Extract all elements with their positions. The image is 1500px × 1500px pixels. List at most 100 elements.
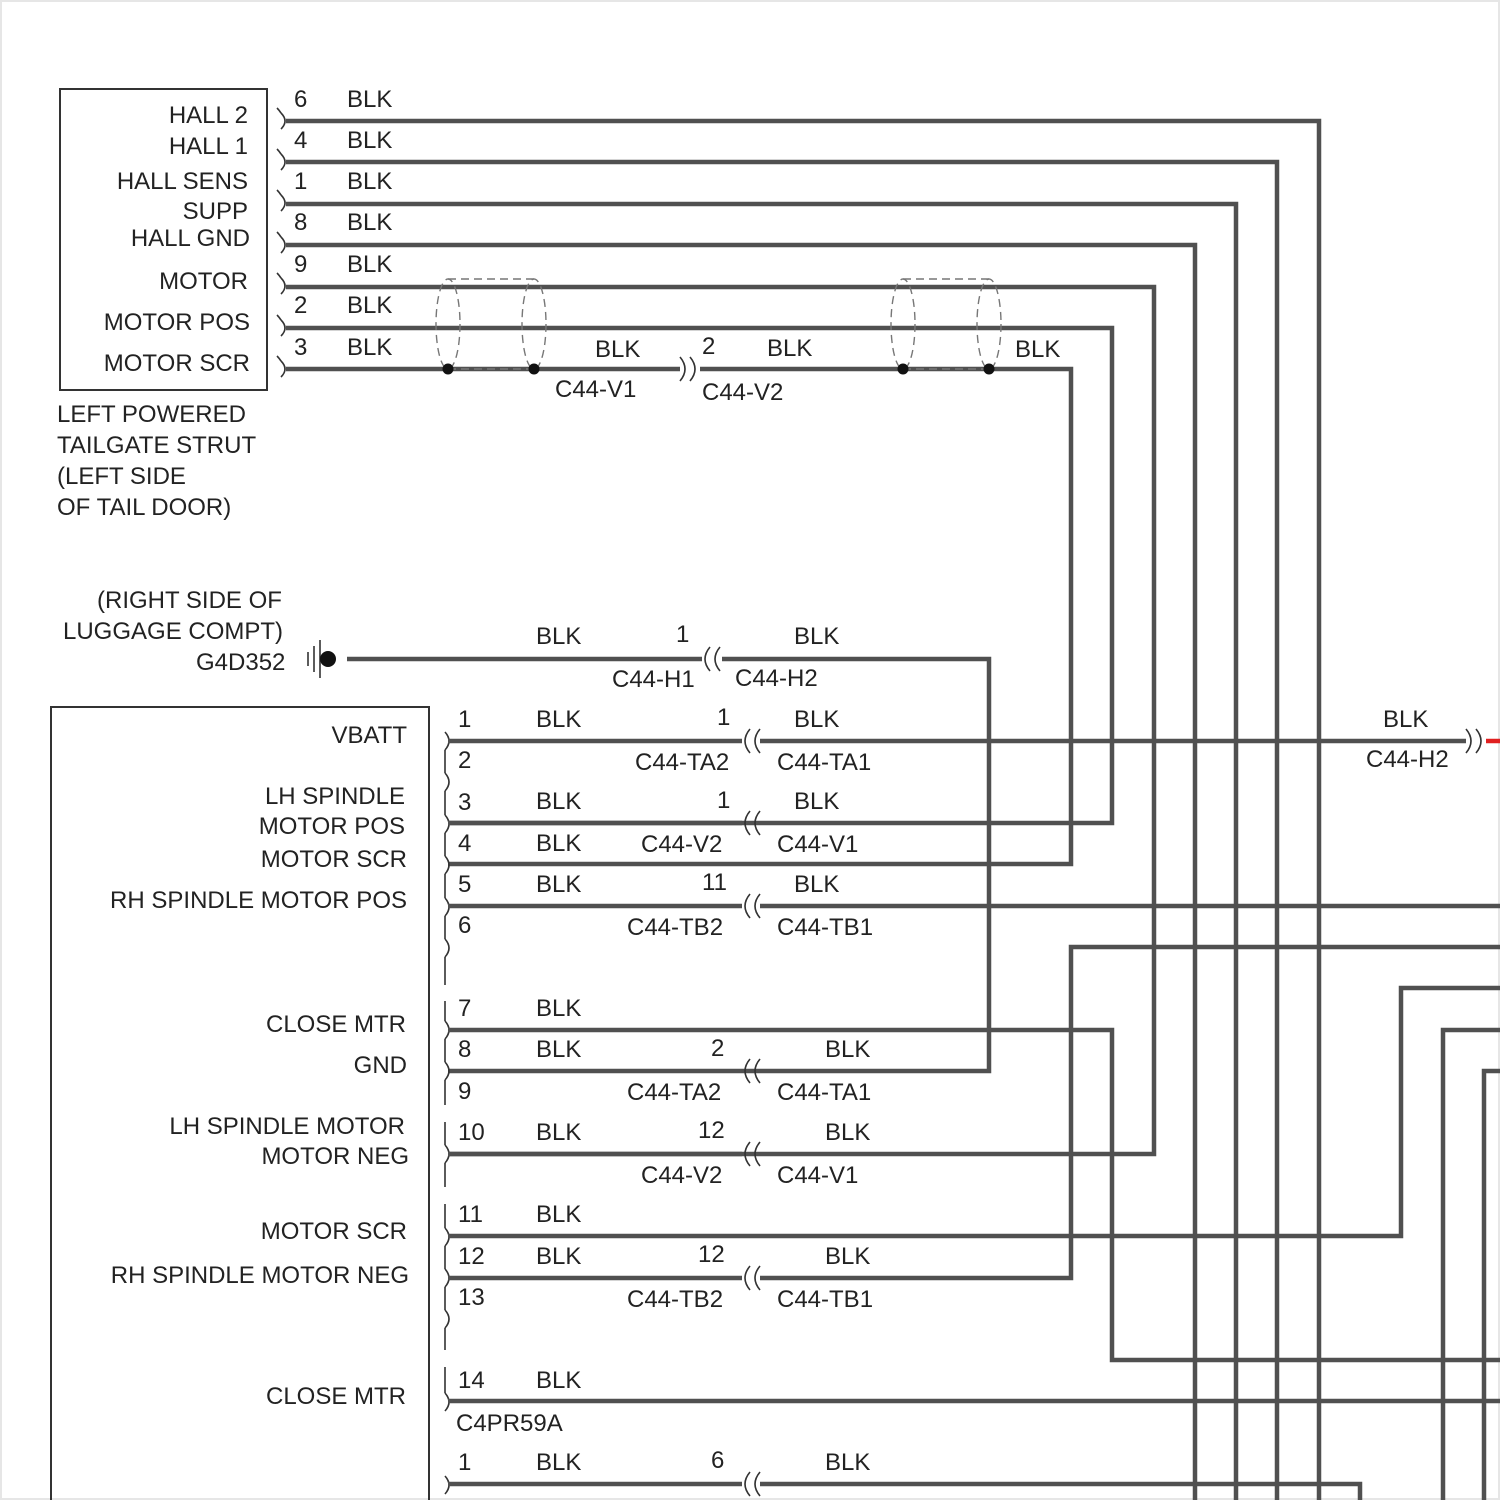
wire-color: BLK bbox=[536, 1036, 581, 1063]
module-pin-label: MOTOR SCR bbox=[261, 846, 407, 873]
strut-caption-line: TAILGATE STRUT bbox=[57, 432, 256, 459]
connector-id: C44-TA1 bbox=[777, 1079, 871, 1106]
strut-caption-line: (LEFT SIDE bbox=[57, 463, 186, 490]
wire-color: BLK bbox=[794, 871, 839, 898]
connector-id: C44-V2 bbox=[641, 831, 722, 858]
wire-close-mtr bbox=[448, 1030, 1500, 1360]
connector-id: C44-TA1 bbox=[777, 749, 871, 776]
module-pin-number: 1 bbox=[458, 1449, 471, 1476]
module-pin-label: RH SPINDLE MOTOR POS bbox=[110, 887, 407, 914]
module-pin-number: 14 bbox=[458, 1367, 485, 1394]
connector-pin: 11 bbox=[702, 869, 727, 896]
wire-color: BLK bbox=[347, 168, 392, 195]
module-wire-colors: BLK BLK BLK BLK BLK BLK BLK BLK BLK BLK bbox=[536, 706, 581, 1394]
ground-id: G4D352 bbox=[196, 649, 285, 676]
ground-location-line: LUGGAGE COMPT) bbox=[63, 618, 283, 645]
connector-pin: 2 bbox=[702, 333, 715, 360]
strut-wire-labels: 6 BLK 4 BLK 1 BLK 8 BLK 9 BLK 2 BLK 3 BL… bbox=[294, 86, 392, 361]
wire-color: BLK bbox=[536, 623, 581, 650]
wire-pin-number: 2 bbox=[294, 292, 307, 319]
wire-bottom-b bbox=[760, 1484, 1360, 1500]
wire-right-b bbox=[1484, 1071, 1500, 1500]
ground-labels: (RIGHT SIDE OF LUGGAGE COMPT) G4D352 bbox=[63, 587, 285, 676]
wire-pin-number: 3 bbox=[294, 334, 307, 361]
wire-color: BLK bbox=[536, 871, 581, 898]
module-wires bbox=[448, 741, 1500, 1500]
strut-caption: LEFT POWERED TAILGATE STRUT (LEFT SIDE O… bbox=[57, 401, 256, 521]
connector-id: C44-H2 bbox=[1366, 746, 1449, 773]
connector-id: C44-H2 bbox=[735, 665, 818, 692]
wire-color: BLK bbox=[767, 335, 812, 362]
strut-connector-brackets bbox=[277, 108, 285, 377]
module-pin-number: 8 bbox=[458, 1036, 471, 1063]
wire-color: BLK bbox=[536, 1201, 581, 1228]
module-pin-number: 13 bbox=[458, 1284, 485, 1311]
module-pin-label: MOTOR NEG bbox=[261, 1143, 409, 1170]
strut-pin-label: MOTOR bbox=[159, 268, 248, 295]
wire-pin-number: 4 bbox=[294, 127, 307, 154]
connector-pin: 12 bbox=[698, 1241, 725, 1268]
wire-color: BLK bbox=[536, 995, 581, 1022]
connector-id: C44-V2 bbox=[641, 1162, 722, 1189]
module-pin-label: GND bbox=[354, 1052, 407, 1079]
wire-color: BLK bbox=[536, 1367, 581, 1394]
connector-pin: 1 bbox=[717, 787, 730, 814]
connector-id: C44-V1 bbox=[555, 376, 636, 403]
module-pin-label: MOTOR POS bbox=[259, 813, 405, 840]
wire-color: BLK bbox=[825, 1119, 870, 1146]
module-pin-label: LH SPINDLE bbox=[265, 783, 405, 810]
module-pin-number: 6 bbox=[458, 912, 471, 939]
wire-color: BLK bbox=[536, 788, 581, 815]
ground-location-line: (RIGHT SIDE OF bbox=[97, 587, 282, 614]
module-pin-label: VBATT bbox=[331, 722, 407, 749]
bottom-row-labels: 1 BLK 6 BLK bbox=[458, 1447, 870, 1476]
module-connector-id: C4PR59A bbox=[456, 1410, 563, 1437]
wire-color: BLK bbox=[347, 251, 392, 278]
strut-pin-labels: HALL 2 HALL 1 HALL SENS SUPP HALL GND MO… bbox=[104, 102, 250, 377]
wire-color: BLK bbox=[825, 1036, 870, 1063]
wire-color: BLK bbox=[536, 1243, 581, 1270]
module-pin-label: CLOSE MTR bbox=[266, 1383, 406, 1410]
connector-id: C44-TA2 bbox=[627, 1079, 721, 1106]
wire-rh-neg-b bbox=[760, 947, 1500, 1278]
wire-color: BLK bbox=[347, 127, 392, 154]
wire-color: BLK bbox=[825, 1243, 870, 1270]
wire-color: BLK bbox=[347, 209, 392, 236]
strut-pin-label: HALL 2 bbox=[169, 102, 248, 129]
wire-color: BLK bbox=[1015, 336, 1060, 363]
module-pin-number: 11 bbox=[458, 1201, 483, 1228]
connector-id: C44-TA2 bbox=[635, 749, 729, 776]
wire-color: BLK bbox=[825, 1449, 870, 1476]
strut-caption-line: OF TAIL DOOR) bbox=[57, 494, 231, 521]
wire-hall-gnd bbox=[286, 245, 1195, 1500]
connector-pin: 2 bbox=[711, 1035, 724, 1062]
strut-caption-line: LEFT POWERED bbox=[57, 401, 246, 428]
wire-color: BLK bbox=[536, 1119, 581, 1146]
module-pin-label: RH SPINDLE MOTOR NEG bbox=[111, 1262, 409, 1289]
wire-color: BLK bbox=[536, 830, 581, 857]
module-pin-number: 5 bbox=[458, 871, 471, 898]
wire-pin-number: 6 bbox=[294, 86, 307, 113]
connector-id: C44-V1 bbox=[777, 1162, 858, 1189]
wire-color: BLK bbox=[794, 788, 839, 815]
wire-color: BLK bbox=[536, 1449, 581, 1476]
wire-pin-number: 9 bbox=[294, 251, 307, 278]
inline-connector-v bbox=[680, 357, 695, 381]
wire-color: BLK bbox=[794, 706, 839, 733]
module-pin-number: 7 bbox=[458, 995, 471, 1022]
connector-id: C44-TB1 bbox=[777, 914, 873, 941]
module-pin-number: 9 bbox=[458, 1078, 471, 1105]
module-pin-label: MOTOR SCR bbox=[261, 1218, 407, 1245]
wire-color: BLK bbox=[347, 292, 392, 319]
wire-color: BLK bbox=[595, 336, 640, 363]
module-pin-number: 1 bbox=[458, 706, 471, 733]
ground-icon bbox=[308, 640, 336, 678]
module-pin-label: LH SPINDLE MOTOR bbox=[169, 1113, 405, 1140]
module-pin-label: CLOSE MTR bbox=[266, 1011, 406, 1038]
connector-pin: 12 bbox=[698, 1117, 725, 1144]
wire-right-a bbox=[1443, 1030, 1500, 1500]
wire-color: BLK bbox=[1383, 706, 1428, 733]
ground-connector bbox=[705, 647, 720, 671]
connector-id: C44-TB1 bbox=[777, 1286, 873, 1313]
